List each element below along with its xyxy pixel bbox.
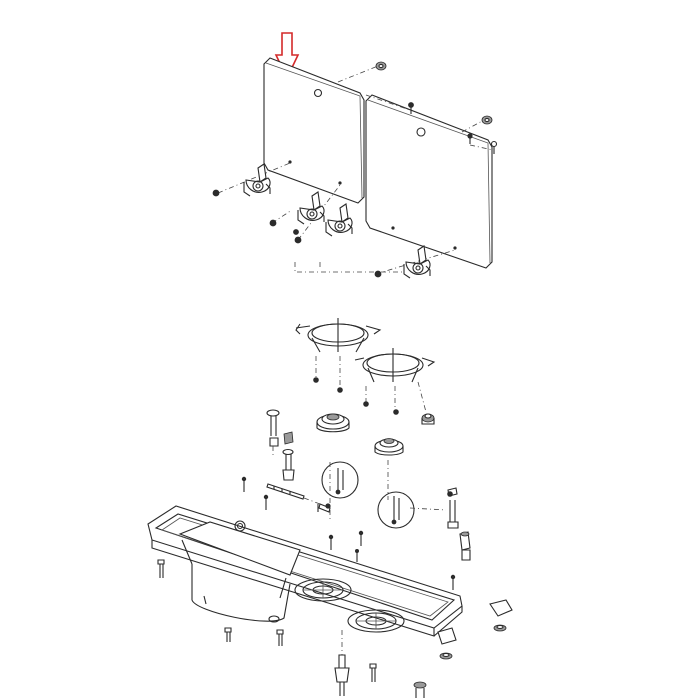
- control-knob: [437, 627, 457, 660]
- screw: [354, 549, 359, 562]
- screw: [266, 483, 321, 505]
- nut: [293, 229, 299, 235]
- glass-lid-right: [365, 94, 493, 269]
- lid-hinge: [325, 203, 353, 237]
- ignition-electrode: [377, 460, 415, 529]
- thermocouple: [334, 630, 350, 696]
- nut: [481, 115, 493, 125]
- nut: [375, 61, 387, 71]
- nut: [294, 236, 302, 244]
- control-knob: [282, 431, 295, 481]
- screw: [276, 629, 284, 646]
- control-knob: [413, 681, 427, 698]
- burner-cap: [347, 609, 405, 633]
- lid-hinge: [243, 163, 271, 197]
- hob-sink-tray: [147, 505, 463, 637]
- nut: [269, 219, 277, 227]
- screw: [241, 476, 247, 492]
- glass-lid-left: [263, 57, 365, 204]
- screw: [224, 627, 232, 642]
- control-knob: [489, 599, 513, 632]
- nut: [374, 270, 382, 278]
- control-knob: [459, 531, 471, 561]
- nut: [337, 387, 343, 393]
- lid-hinge: [297, 191, 325, 225]
- thermocouple: [266, 409, 280, 456]
- screw: [467, 133, 473, 144]
- screw: [157, 559, 165, 578]
- burner-cap: [421, 413, 435, 425]
- screw: [490, 140, 498, 154]
- screw: [450, 574, 456, 590]
- burner-cap: [316, 413, 350, 433]
- screw: [358, 530, 364, 546]
- burner-cap: [294, 578, 352, 602]
- assembly-leader-lines-supports: [315, 356, 427, 413]
- nut: [313, 377, 319, 383]
- ignition-electrode: [321, 461, 359, 522]
- nut: [393, 409, 399, 415]
- screw: [328, 534, 334, 550]
- screw: [408, 102, 414, 114]
- burner-cap: [374, 438, 404, 456]
- screw: [263, 494, 269, 510]
- pan-support: [354, 348, 436, 383]
- assembly-leader-lines-lids: [217, 65, 494, 275]
- nut: [363, 401, 369, 407]
- sink-bowl: [178, 521, 301, 623]
- nut: [447, 491, 453, 497]
- pan-support: [295, 318, 382, 353]
- screw: [369, 663, 377, 682]
- nut: [212, 189, 220, 197]
- lid-hinge: [403, 245, 431, 279]
- nut: [325, 503, 331, 509]
